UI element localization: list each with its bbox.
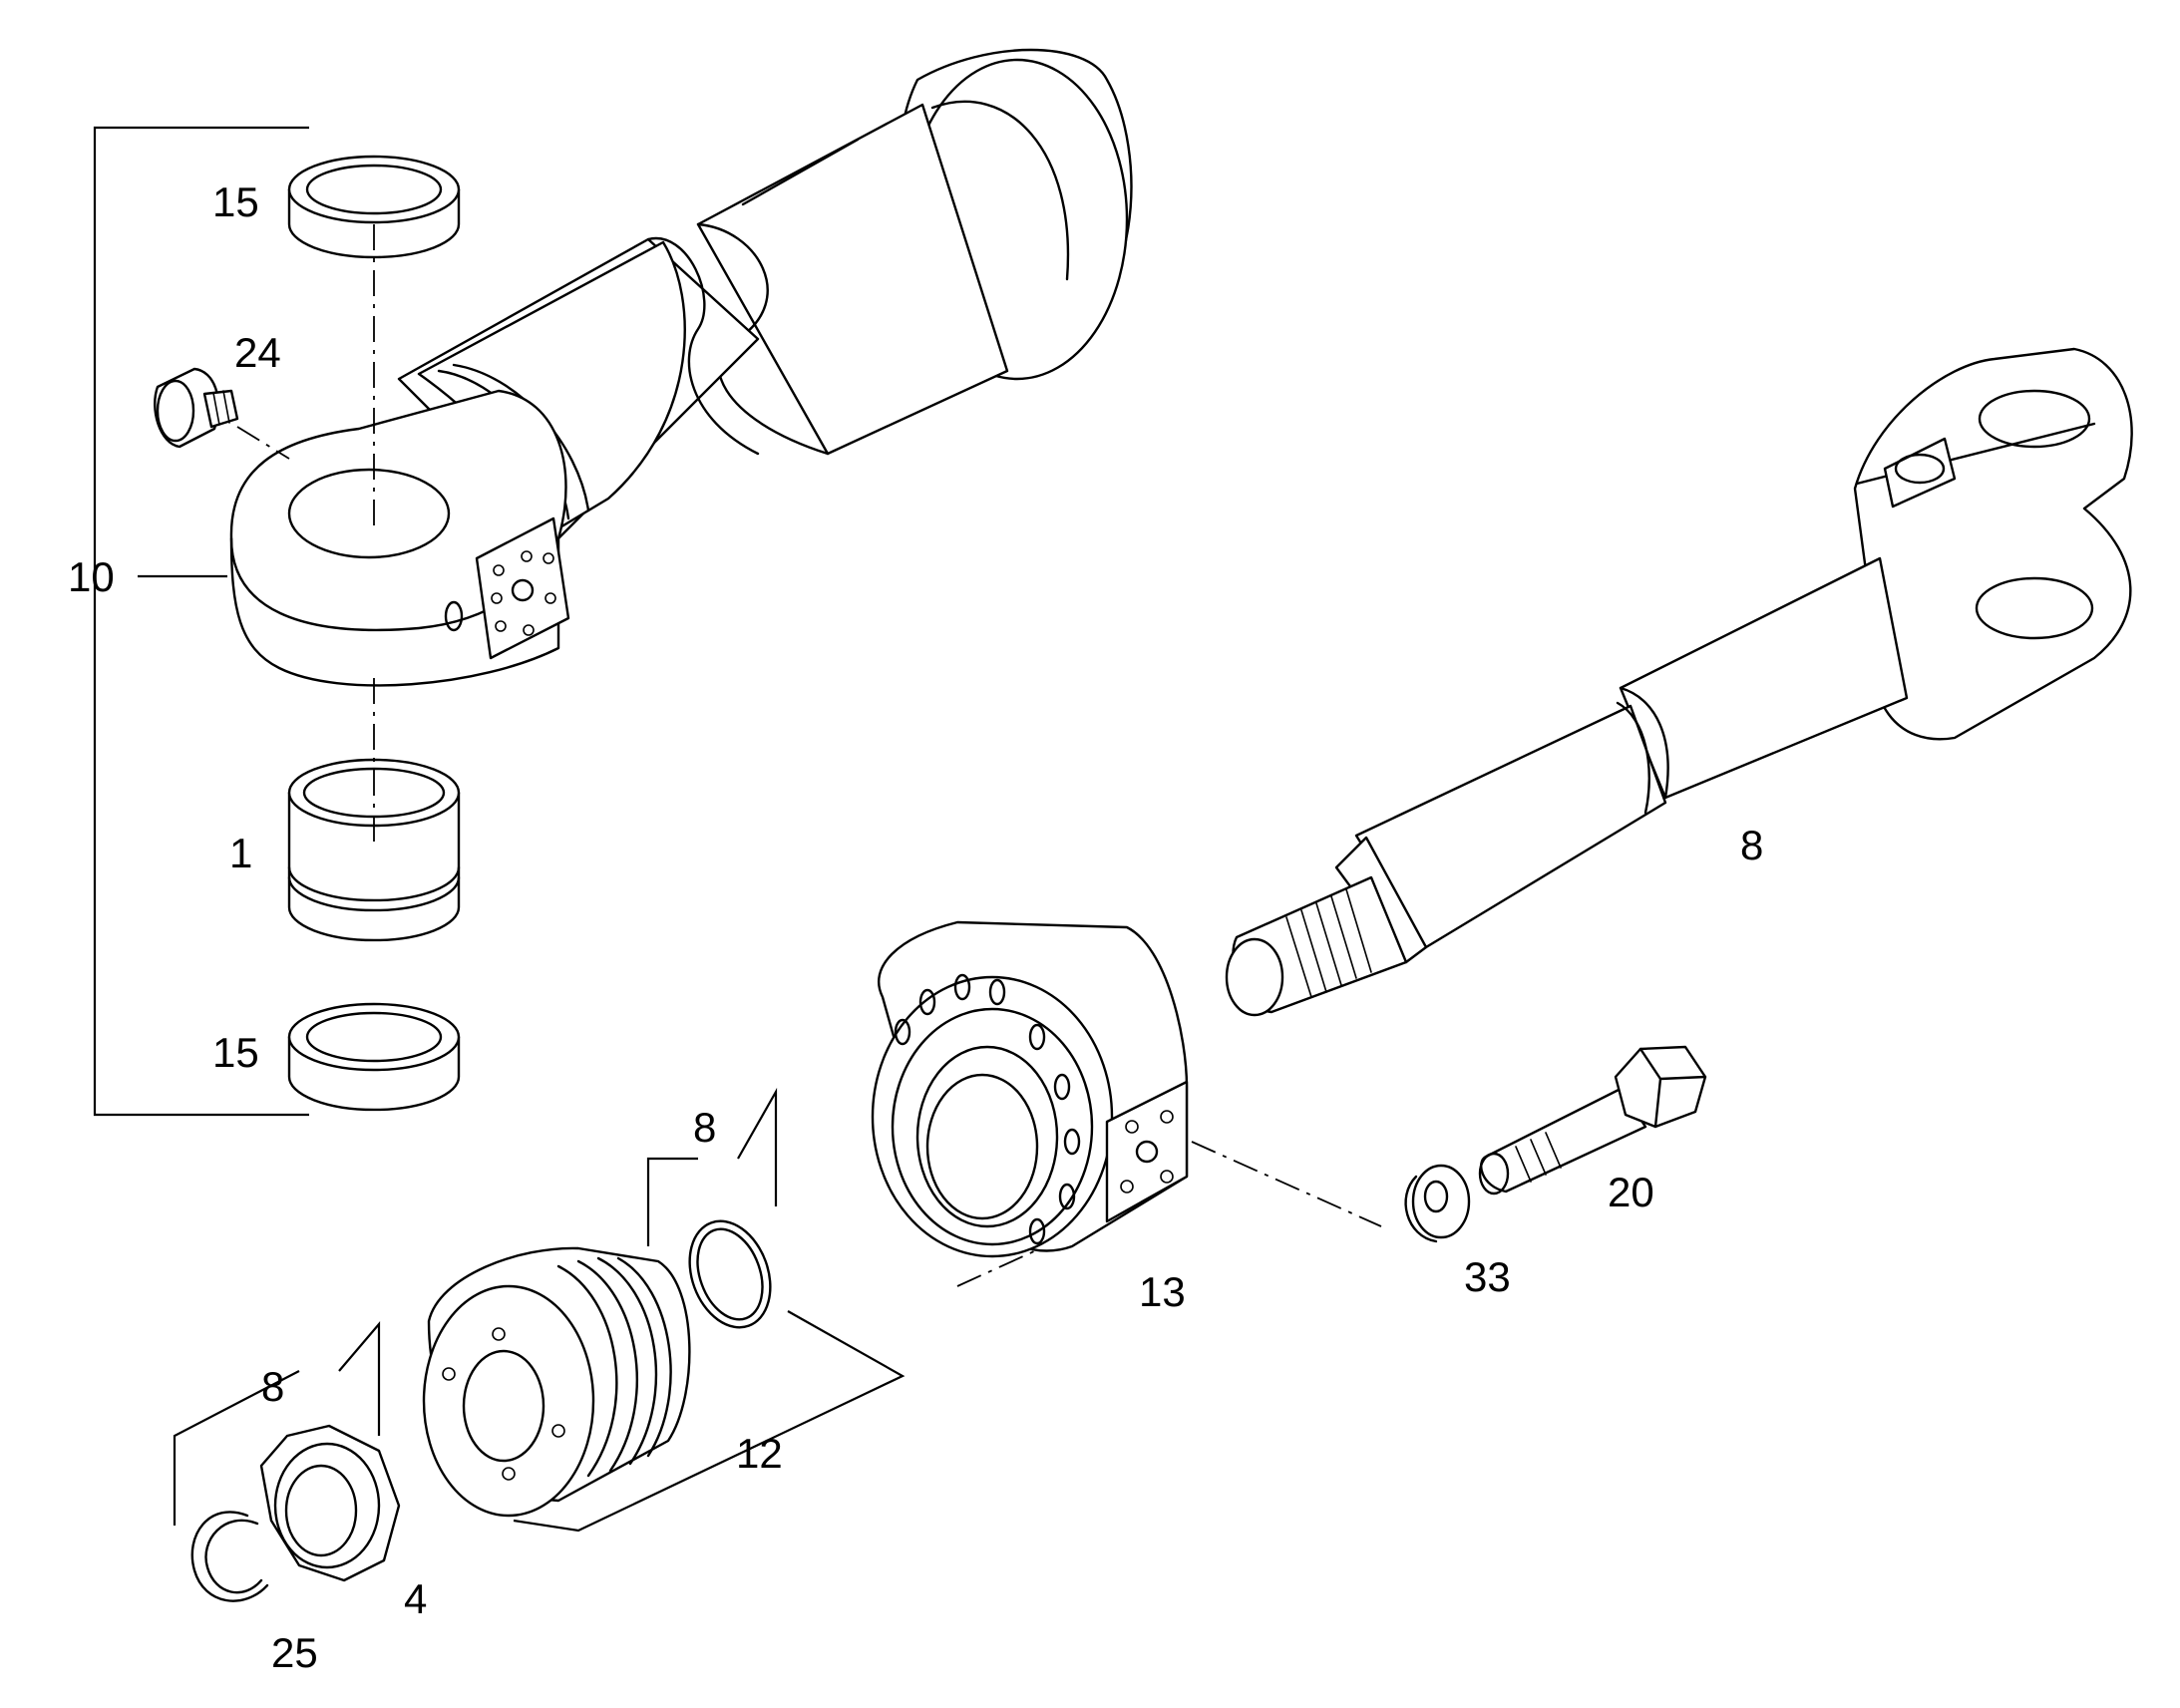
part-20-bolt [1478, 1045, 1707, 1196]
part-33-washer [1404, 1164, 1471, 1243]
callout-8-seal: 8 [693, 1104, 716, 1151]
callout-25: 25 [271, 1629, 318, 1676]
callout-24: 24 [234, 329, 281, 376]
callout-1: 1 [229, 830, 252, 876]
callout-20: 20 [1608, 1169, 1654, 1215]
callout-4: 4 [404, 1575, 427, 1622]
callout-10: 10 [68, 553, 115, 600]
part-13-gland-head [871, 920, 1189, 1258]
part-24-grease-fitting [154, 367, 239, 449]
bracket-group-10 [93, 126, 309, 1117]
callout-15-bottom: 15 [212, 1029, 259, 1076]
callout-13: 13 [1139, 1268, 1186, 1315]
cylinder-barrel [229, 48, 1133, 687]
callout-15-top: 15 [212, 178, 259, 225]
part-8-o-ring [646, 1087, 778, 1329]
part-25-snap-ring [190, 1511, 269, 1602]
part-12-piston [422, 1246, 906, 1533]
callout-8-rod: 8 [1740, 822, 1763, 868]
callout-33: 33 [1464, 1253, 1511, 1300]
part-8-piston-rod [1225, 347, 2133, 1017]
part-1-bushing [287, 758, 461, 942]
part-15-top-ring [287, 155, 461, 259]
callout-8-ring: 8 [261, 1363, 284, 1410]
callout-12: 12 [736, 1430, 783, 1477]
part-4-nut [173, 1321, 401, 1582]
part-15-bottom-ring [287, 1002, 461, 1112]
